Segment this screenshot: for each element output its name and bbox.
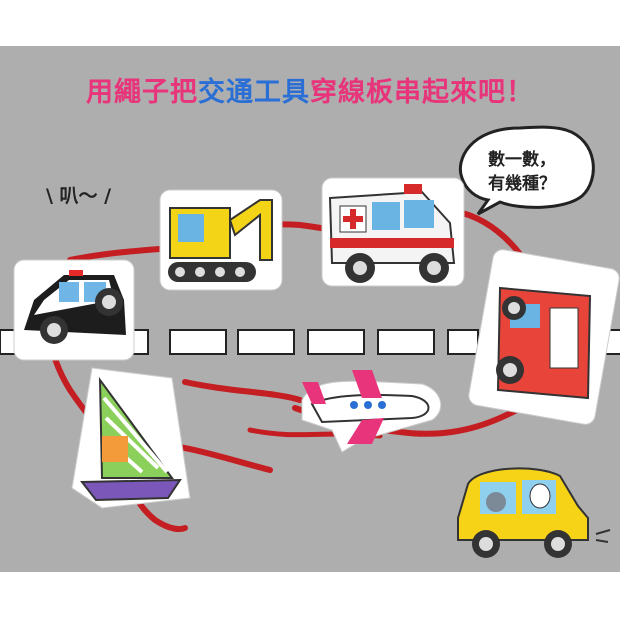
police-car-icon[interactable] (13, 259, 135, 361)
road-dash (377, 329, 435, 355)
speech-bubble (458, 125, 595, 216)
honk-text: \ 叭～ / (46, 185, 112, 207)
road-dash (237, 329, 295, 355)
road-dash (447, 329, 479, 355)
road-dash (169, 329, 227, 355)
bubble-line-2: 有幾種？ (488, 174, 556, 194)
road-dash (307, 329, 365, 355)
yellow-car-icon (457, 467, 611, 558)
bubble-line-1: 數一數， (488, 150, 556, 170)
title-part-1: 用繩子把 (86, 77, 198, 108)
rabbit-character (529, 483, 551, 509)
excavator-icon[interactable] (159, 189, 283, 291)
title-part-4: 串起來吧！ (394, 77, 534, 108)
title-part-2: 交通工具 (198, 77, 310, 108)
sailboat-icon[interactable] (71, 367, 191, 509)
fire-truck-icon[interactable] (467, 248, 620, 426)
airplane-icon[interactable] (301, 370, 442, 453)
page-title: 用繩子把交通工具穿線板串起來吧！ (0, 70, 620, 109)
ambulance-icon[interactable] (321, 177, 465, 287)
rope-end (182, 379, 303, 403)
speech-bubble-text: 數一數， 有幾種？ (467, 148, 577, 196)
title-part-3: 穿線板 (310, 77, 394, 108)
koala-character (486, 492, 506, 512)
